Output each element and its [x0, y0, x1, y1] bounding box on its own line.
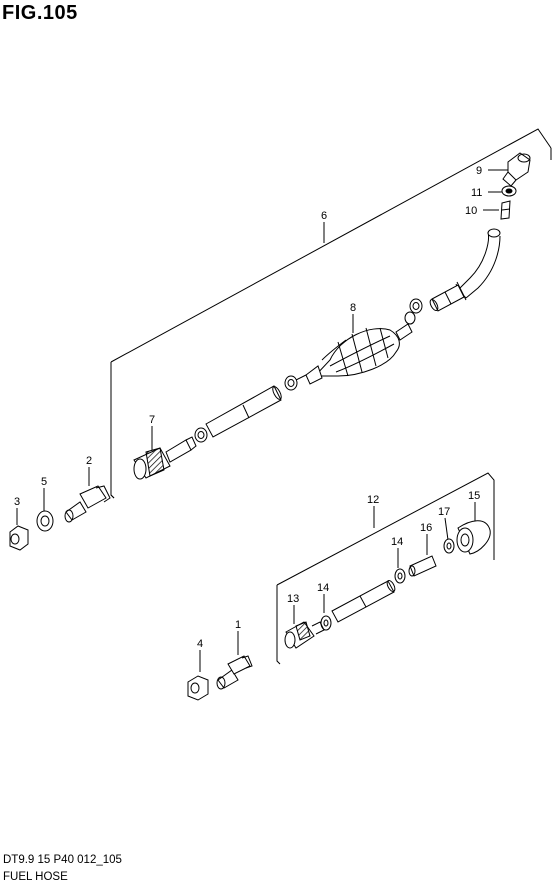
- leader-lines: [16, 169, 508, 672]
- figure-title: FIG.105: [2, 2, 78, 24]
- part-17-clip: [443, 538, 455, 554]
- callout-3: 3: [14, 496, 20, 508]
- callout-7: 7: [149, 414, 155, 426]
- part-4-nut: [187, 675, 209, 701]
- part-3-nut: [9, 525, 29, 551]
- diagram-name: FUEL HOSE: [3, 871, 68, 883]
- part-1-fitting: [216, 655, 253, 690]
- part-10-joint: [500, 200, 511, 220]
- callout-14-upper: 14: [391, 536, 403, 548]
- callout-4: 4: [197, 638, 203, 650]
- part-14-clip-upper: [394, 568, 406, 584]
- clip-upper: [409, 298, 423, 314]
- clip-bulb-outlet: [404, 311, 416, 325]
- part-9-connector: [502, 152, 531, 187]
- part-7-connector: [133, 436, 197, 480]
- callout-12: 12: [367, 494, 379, 506]
- part-16-joint: [408, 555, 437, 577]
- callout-16: 16: [420, 522, 432, 534]
- callout-5: 5: [41, 476, 47, 488]
- part-2-fitting: [64, 485, 111, 523]
- callout-13: 13: [287, 593, 299, 605]
- clip-bulb-inlet: [284, 375, 298, 391]
- part-15-cap: [456, 520, 491, 555]
- assembly-6-outline: [110, 128, 552, 499]
- callout-17: 17: [438, 506, 450, 518]
- callout-9: 9: [476, 165, 482, 177]
- part-13-connector: [284, 621, 325, 649]
- part-11-clip: [501, 185, 517, 197]
- callout-6: 6: [321, 210, 327, 222]
- assembly-12-hose: [331, 580, 396, 623]
- diagram-code: DT9.9 15 P40 012_105: [3, 854, 122, 866]
- hose-segment-lower: [205, 385, 282, 438]
- callout-labels: 6 8 7 2 5 3 9 11 10 12 15 17 16 14 14 13…: [14, 165, 482, 650]
- callout-14-lower: 14: [317, 582, 329, 594]
- callout-10: 10: [465, 205, 477, 217]
- part-5-washer: [36, 510, 54, 532]
- callout-11: 11: [471, 187, 482, 199]
- callout-1: 1: [235, 619, 241, 631]
- callout-2: 2: [86, 455, 92, 467]
- callout-8: 8: [350, 302, 356, 314]
- callout-15: 15: [468, 490, 480, 502]
- part-8-primer-bulb: [289, 323, 413, 385]
- part-14-clip-lower: [320, 615, 332, 631]
- assembly-12-outline: [276, 472, 495, 665]
- clip-connector-7: [194, 427, 208, 443]
- hose-segment-upper: [429, 284, 465, 312]
